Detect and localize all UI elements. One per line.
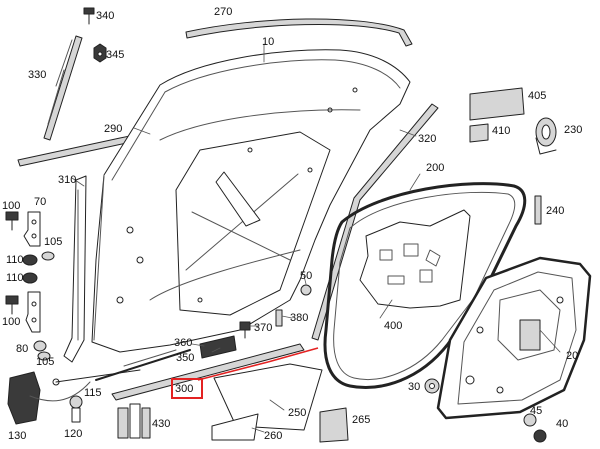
part-130-door-lock[interactable]: [7, 371, 91, 425]
part-10-door-shell[interactable]: [91, 49, 411, 353]
part-105a-plug[interactable]: [41, 251, 55, 261]
label-part-370[interactable]: 370: [254, 322, 273, 334]
label-part-320[interactable]: 320: [418, 133, 437, 145]
part-200-door-seal[interactable]: [323, 182, 527, 389]
part-230-tape-roll[interactable]: [535, 117, 557, 155]
leader-lines: [71, 43, 561, 433]
part-80-stop[interactable]: [33, 340, 47, 352]
label-part-405[interactable]: 405: [528, 90, 547, 102]
part-40-bolt[interactable]: [533, 429, 547, 443]
label-part-230[interactable]: 230: [564, 124, 583, 136]
part-240-pin[interactable]: [534, 195, 542, 225]
label-part-10[interactable]: 10: [262, 36, 275, 48]
label-part-105b[interactable]: 105: [36, 356, 55, 368]
part-30-grommet[interactable]: [424, 378, 440, 394]
part-345-clip[interactable]: [93, 43, 107, 63]
label-part-30[interactable]: 30: [408, 381, 421, 393]
part-100b-bolt[interactable]: [5, 295, 19, 315]
part-380-stud[interactable]: [275, 309, 283, 327]
part-310-trim-strip[interactable]: [63, 175, 87, 363]
part-320-window-guide[interactable]: [311, 103, 439, 341]
part-90-hinge[interactable]: [25, 291, 41, 333]
part-405-pad[interactable]: [469, 87, 525, 121]
part-350-rod[interactable]: [95, 349, 191, 381]
part-105b-plug[interactable]: [37, 351, 51, 361]
label-part-290[interactable]: 290: [104, 123, 123, 135]
part-260-glass[interactable]: [211, 413, 259, 441]
label-part-265[interactable]: 265: [352, 414, 371, 426]
part-20-door-carrier[interactable]: [436, 256, 592, 420]
part-50-grommet[interactable]: [300, 284, 312, 296]
label-part-105a[interactable]: 105: [44, 236, 63, 248]
label-part-250[interactable]: 250: [288, 407, 307, 419]
part-120-lock-button[interactable]: [69, 395, 83, 423]
part-430-blocks[interactable]: [117, 403, 151, 439]
part-45-nut[interactable]: [523, 413, 537, 427]
label-part-350[interactable]: 350: [176, 352, 195, 364]
label-part-200[interactable]: 200: [426, 162, 445, 174]
label-part-40[interactable]: 40: [556, 418, 569, 430]
label-part-430[interactable]: 430: [152, 418, 171, 430]
label-part-50[interactable]: 50: [300, 270, 313, 282]
part-265-pad[interactable]: [319, 407, 349, 443]
label-part-80[interactable]: 80: [16, 343, 29, 355]
label-part-110b[interactable]: 110: [6, 272, 24, 284]
label-part-240[interactable]: 240: [546, 205, 565, 217]
part-115-lock-rod[interactable]: [52, 369, 141, 386]
part-340-screw[interactable]: [83, 7, 95, 25]
part-360-handle-bracket[interactable]: [199, 335, 237, 359]
label-part-300[interactable]: 300: [175, 383, 194, 395]
label-part-360[interactable]: 360: [174, 337, 193, 349]
label-part-380[interactable]: 380: [290, 312, 309, 324]
label-part-100a[interactable]: 100: [2, 200, 21, 212]
label-part-330[interactable]: 330: [28, 69, 47, 81]
label-part-410[interactable]: 410: [492, 125, 511, 137]
part-270-roof-trim[interactable]: [185, 18, 413, 47]
label-part-110a[interactable]: 110: [6, 254, 24, 266]
part-300-glass-strip[interactable]: [111, 343, 305, 401]
label-part-260[interactable]: 260: [264, 430, 283, 442]
label-part-120[interactable]: 120: [64, 428, 83, 440]
label-part-340[interactable]: 340: [96, 10, 115, 22]
part-250-window-glass[interactable]: [213, 363, 323, 431]
label-part-345[interactable]: 345: [106, 49, 125, 61]
part-70-hinge[interactable]: [23, 211, 41, 247]
label-part-115[interactable]: 115: [84, 387, 102, 399]
part-110a-grommet[interactable]: [22, 254, 38, 266]
label-part-100b[interactable]: 100: [2, 316, 21, 328]
part-100a-bolt[interactable]: [5, 211, 19, 231]
label-part-20[interactable]: 20: [566, 350, 579, 362]
part-110b-grommet[interactable]: [22, 272, 38, 284]
label-part-70[interactable]: 70: [34, 196, 47, 208]
part-410-pad[interactable]: [469, 123, 489, 143]
label-part-130[interactable]: 130: [8, 430, 27, 442]
label-part-270[interactable]: 270: [214, 6, 233, 18]
label-part-310[interactable]: 310: [58, 174, 77, 186]
label-part-45[interactable]: 45: [530, 405, 543, 417]
part-330-channel-strip[interactable]: [43, 35, 83, 141]
label-part-400[interactable]: 400: [384, 320, 403, 332]
